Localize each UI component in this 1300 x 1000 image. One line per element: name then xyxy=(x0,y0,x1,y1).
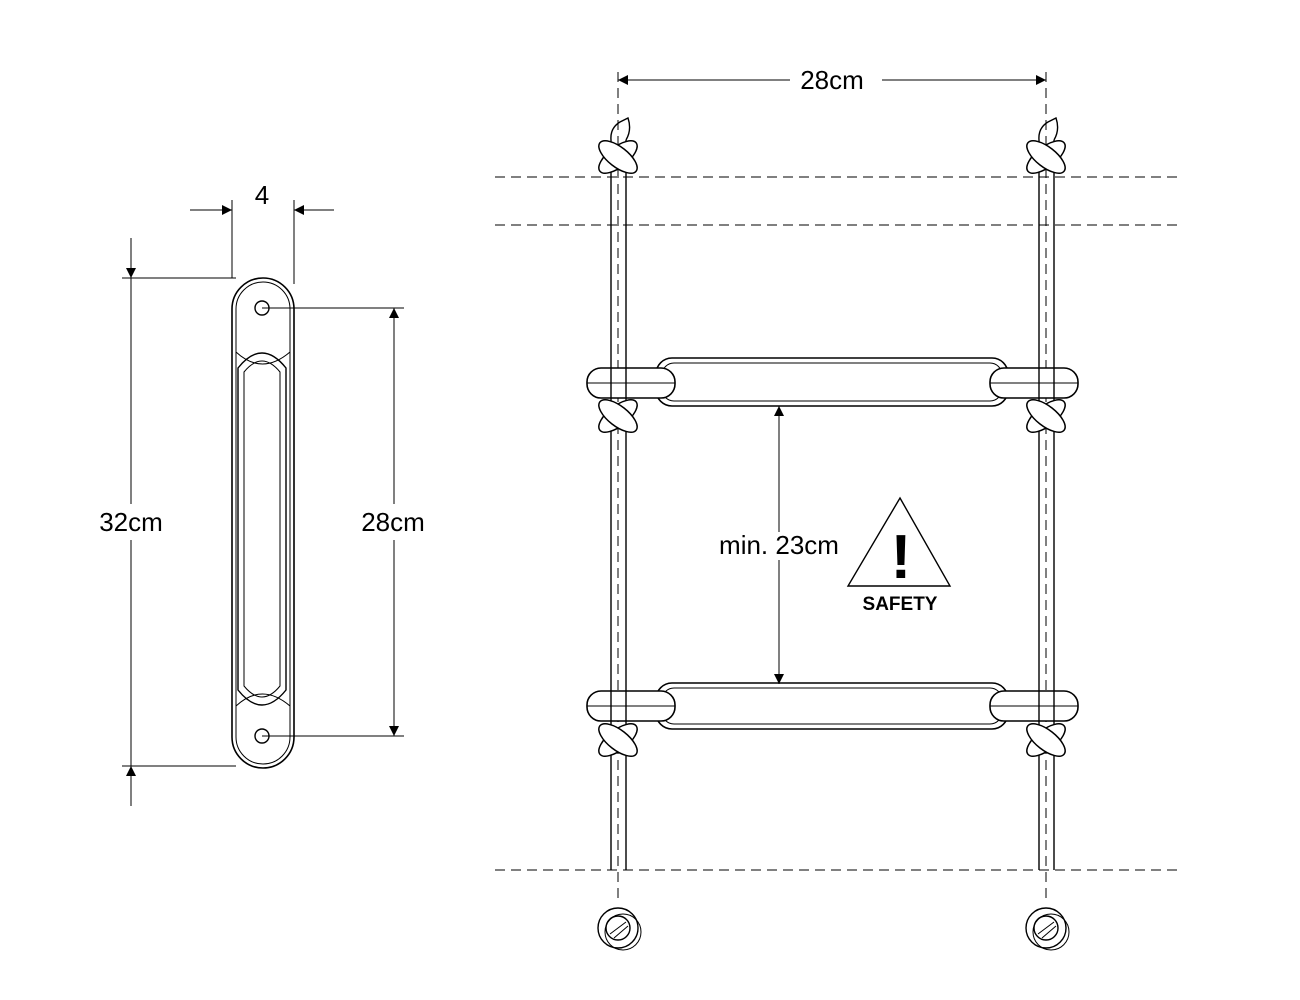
rung-width-label: 4 xyxy=(255,180,269,210)
rung-hole-spacing-label: 28cm xyxy=(361,507,425,537)
knot-low-left xyxy=(598,723,638,757)
rung-side-view: 4 32cm 28cm xyxy=(99,180,425,806)
warning-triangle-icon xyxy=(846,496,952,587)
rung-inner-outline xyxy=(235,281,291,765)
knot-top-right xyxy=(1026,140,1066,174)
rung-outline xyxy=(231,277,295,769)
right-rope xyxy=(1038,72,1059,900)
rope-cross-section-left xyxy=(597,907,642,951)
ladder-rung-upper xyxy=(586,357,1079,407)
rope-cross-section-right xyxy=(1025,907,1070,951)
ladder-rung-lower xyxy=(586,682,1079,730)
rung-overall-length-label: 32cm xyxy=(99,507,163,537)
knot-mid-left xyxy=(598,399,638,433)
exclamation-icon: ! xyxy=(891,523,912,592)
left-rope xyxy=(610,72,631,900)
safety-warning-sign: ! SAFETY xyxy=(846,496,952,615)
rung-grip-section xyxy=(237,352,287,706)
knot-low-right xyxy=(1026,723,1066,757)
knot-mid-right xyxy=(1026,399,1066,433)
safety-label: SAFETY xyxy=(863,594,938,615)
rope-spacing-label: 28cm xyxy=(800,65,864,95)
knot-top-left xyxy=(598,140,638,174)
ladder-front-view: 28cm min. 23cm ! SAFETY xyxy=(495,65,1182,951)
rung-spacing-label: min. 23cm xyxy=(719,530,839,560)
